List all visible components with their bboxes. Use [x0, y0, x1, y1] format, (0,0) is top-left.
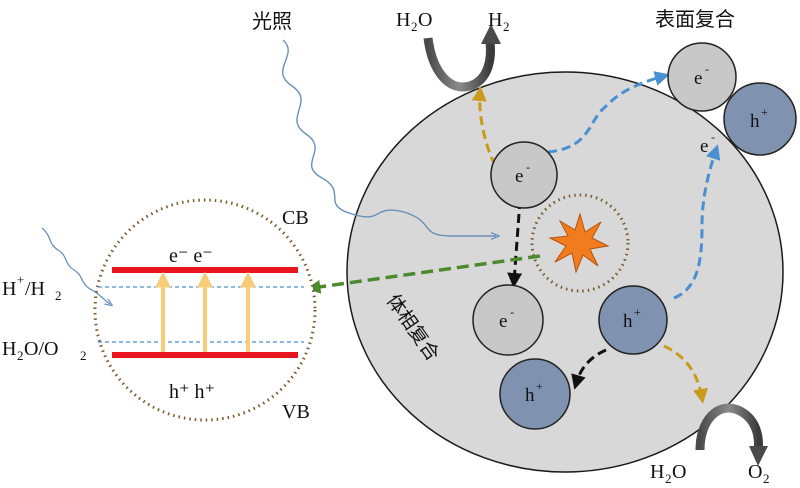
bottom-h2o-label-o: O: [672, 461, 686, 483]
electron-surface-recombination-arrow: [547, 71, 670, 154]
hole-bottom-sup: +: [536, 379, 543, 393]
electron-particle-top: [490, 141, 558, 209]
semiconductor-particle: [346, 71, 784, 473]
top-h2-label-sub: 2: [503, 19, 510, 34]
h-h2-label-h: H: [2, 278, 16, 300]
electron-top-sup: -: [526, 160, 530, 174]
surface-electron-small-label: e: [700, 136, 708, 157]
bottom-o2-label-sub: 2: [763, 471, 770, 486]
electron-to-surface-arrow: [471, 86, 497, 166]
h-h2-label-sup: +: [17, 272, 24, 287]
h2o-o2-label-sub2: 2: [80, 348, 87, 363]
band-diagram-transfer-arrow: [306, 254, 541, 294]
top-h2-label-h: H: [488, 9, 502, 31]
electrons-pair-label: e⁻ e⁻: [169, 245, 213, 267]
hole-particle-right: [598, 285, 668, 355]
holes-pair-label: h⁺ h⁺: [169, 381, 215, 403]
surface-hole-label: h: [750, 111, 760, 132]
o2-evolution-curl-icon: [695, 403, 768, 466]
surface-electron-small-sup: -: [711, 130, 715, 144]
hole-right-label: h: [623, 311, 633, 332]
surface-hole-particle: [723, 82, 797, 156]
band-light-wave-arrow: [41, 227, 110, 304]
surface-hole-sup: +: [761, 105, 768, 119]
top-h2o-label-h: H: [396, 9, 410, 31]
h2-evolution-curl-icon: [423, 24, 501, 92]
recombination-center-ring: [530, 193, 630, 293]
hole-surface-migration-arrow: [673, 144, 721, 300]
electron-particle-bottom: [472, 284, 544, 356]
defect-burst-icon: [548, 212, 610, 274]
vb-label: VB: [282, 401, 310, 423]
top-h2o-label-sub: 2: [411, 19, 418, 34]
h2o-o2-label-h: H: [2, 338, 16, 360]
electron-bottom-label: e: [499, 311, 507, 332]
hole-bulk-recombination-arrow: [571, 348, 607, 390]
h-h2-label-sub: 2: [55, 288, 62, 303]
light-wave-arrow: [281, 39, 496, 236]
hole-to-oxidation-arrow: [663, 344, 708, 404]
surface-electron-sup: -: [705, 62, 709, 76]
surface-electron-label: e: [694, 68, 702, 89]
electron-top-label: e: [515, 166, 523, 187]
h-h2-label-tail: /H: [25, 278, 45, 300]
h2o-o2-label-tail: O/O: [24, 338, 58, 360]
surface-recombination-label: 表面复合: [655, 7, 735, 31]
h2o-o2-label-sub1: 2: [17, 348, 24, 363]
light-label: 光照: [252, 9, 292, 33]
surface-electron-particle: [667, 42, 737, 112]
hole-right-sup: +: [634, 305, 641, 319]
top-h2o-label-o: O: [418, 9, 432, 31]
cb-label: CB: [282, 207, 309, 229]
hole-particle-bottom: [499, 358, 571, 430]
bottom-o2-label-o: O: [748, 461, 762, 483]
electron-bottom-sup: -: [510, 305, 514, 319]
bottom-h2o-label-sub: 2: [665, 471, 672, 486]
bottom-h2o-label-h: H: [650, 461, 664, 483]
hole-bottom-label: h: [525, 385, 535, 406]
